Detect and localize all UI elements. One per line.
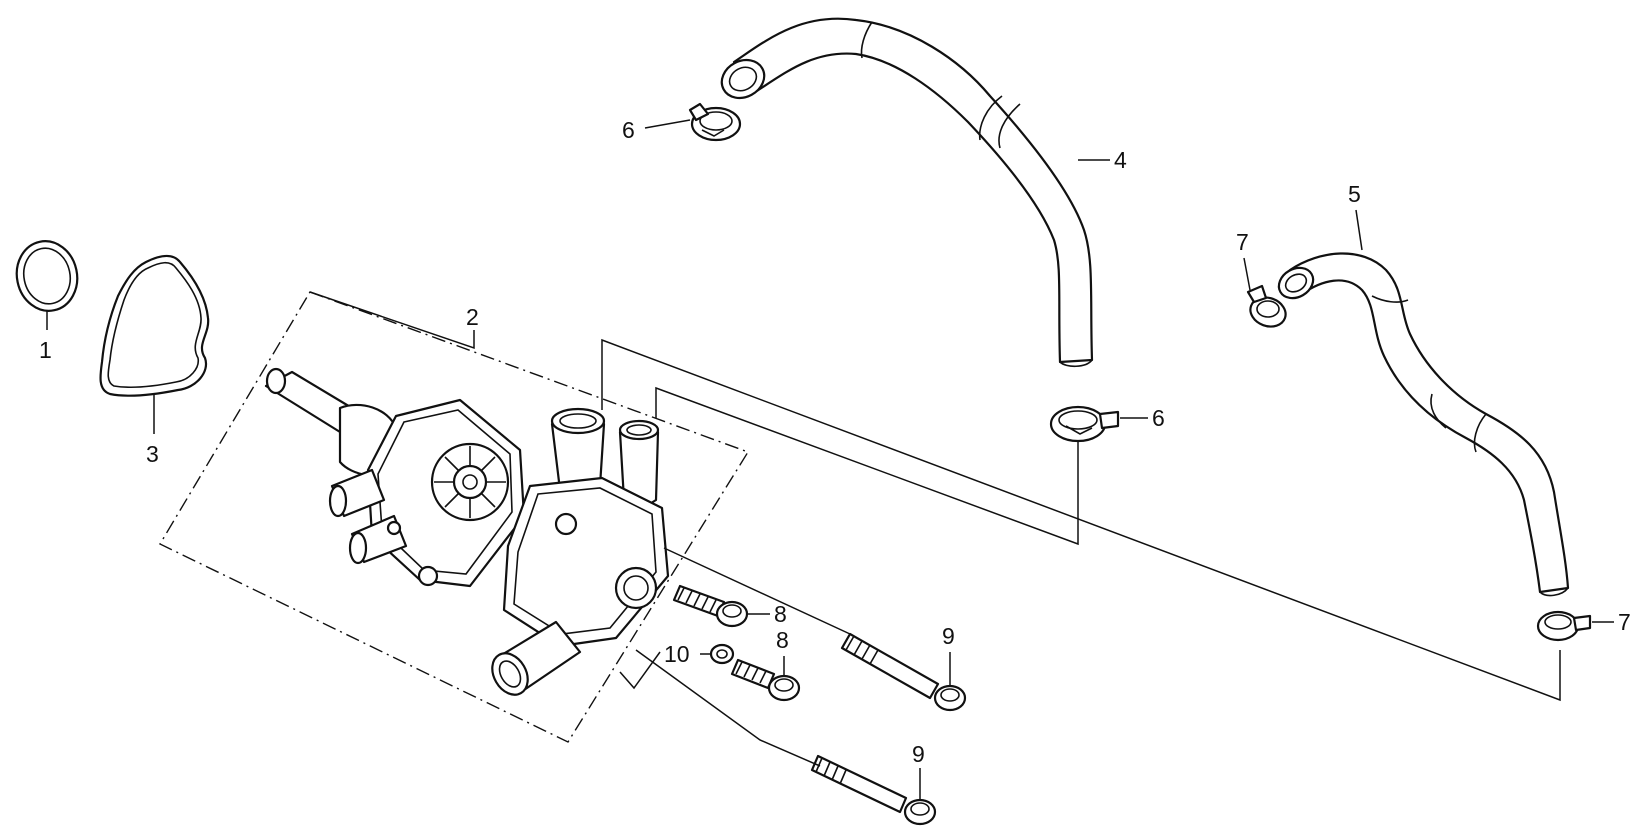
callout-label-4: 4 bbox=[1114, 147, 1127, 173]
pump-assembly-group bbox=[159, 291, 750, 743]
callout-label-6-lower: 6 bbox=[1152, 405, 1165, 431]
callout-label-5: 5 bbox=[1348, 181, 1361, 207]
callout-label-9-lower: 9 bbox=[912, 741, 925, 767]
hose-clamp-6-upper bbox=[688, 102, 742, 142]
hose-clamp-7-upper bbox=[1246, 284, 1287, 328]
callout-labels: 1 2 3 4 5 6 6 7 7 8 8 9 9 10 bbox=[39, 117, 1631, 767]
callout-label-10: 10 bbox=[664, 641, 690, 667]
washer-10 bbox=[709, 643, 735, 665]
callout-label-1: 1 bbox=[39, 337, 52, 363]
bolt-8-lower bbox=[730, 658, 801, 702]
bolt-8-upper bbox=[672, 584, 749, 628]
callout-label-3: 3 bbox=[146, 441, 159, 467]
callout-label-8-upper: 8 bbox=[774, 601, 787, 627]
o-ring-part bbox=[15, 240, 79, 312]
hose-clamp-6-lower bbox=[1049, 405, 1120, 443]
callout-label-2: 2 bbox=[466, 304, 479, 330]
callout-label-9-upper: 9 bbox=[942, 623, 955, 649]
routing-lines bbox=[601, 338, 1561, 767]
pump-cover-housing bbox=[491, 407, 670, 696]
hose-clamp-7-lower bbox=[1536, 610, 1592, 642]
callout-label-7-lower: 7 bbox=[1618, 609, 1631, 635]
lower-hose-part bbox=[1277, 252, 1570, 597]
bolt-9-upper bbox=[840, 632, 967, 712]
callout-label-8-lower: 8 bbox=[776, 627, 789, 653]
pump-body bbox=[264, 367, 526, 588]
gasket-part bbox=[99, 254, 210, 397]
upper-hose-part bbox=[720, 17, 1094, 368]
bolt-9-lower bbox=[810, 754, 937, 826]
callout-label-7-upper: 7 bbox=[1236, 229, 1249, 255]
callout-label-6-upper: 6 bbox=[622, 117, 635, 143]
callout-leaders bbox=[46, 119, 1614, 800]
